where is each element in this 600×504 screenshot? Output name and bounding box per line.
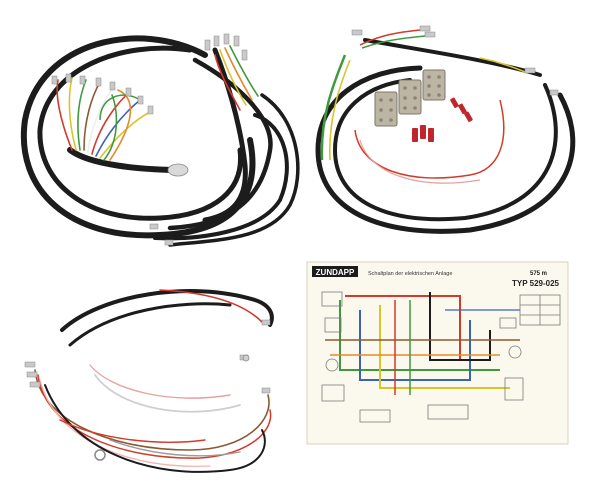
connector-plates bbox=[374, 69, 446, 127]
diagram-title: Schaltplan der elektrischen Anlage bbox=[368, 271, 452, 277]
main-wiring-harness bbox=[20, 33, 300, 247]
red-terminal-connectors bbox=[412, 97, 473, 142]
brand-name: ZUNDAPP bbox=[316, 268, 355, 277]
model-code: 575 m bbox=[530, 271, 547, 277]
type-label: TYP 529-025 bbox=[512, 279, 560, 288]
secondary-wiring-harness bbox=[315, 25, 576, 234]
brand-logo bbox=[312, 266, 358, 277]
wiring-diagram-sheet: ZUNDAPP Schaltplan der elektrischen Anla… bbox=[306, 261, 569, 445]
loose-wire-set bbox=[24, 289, 274, 473]
